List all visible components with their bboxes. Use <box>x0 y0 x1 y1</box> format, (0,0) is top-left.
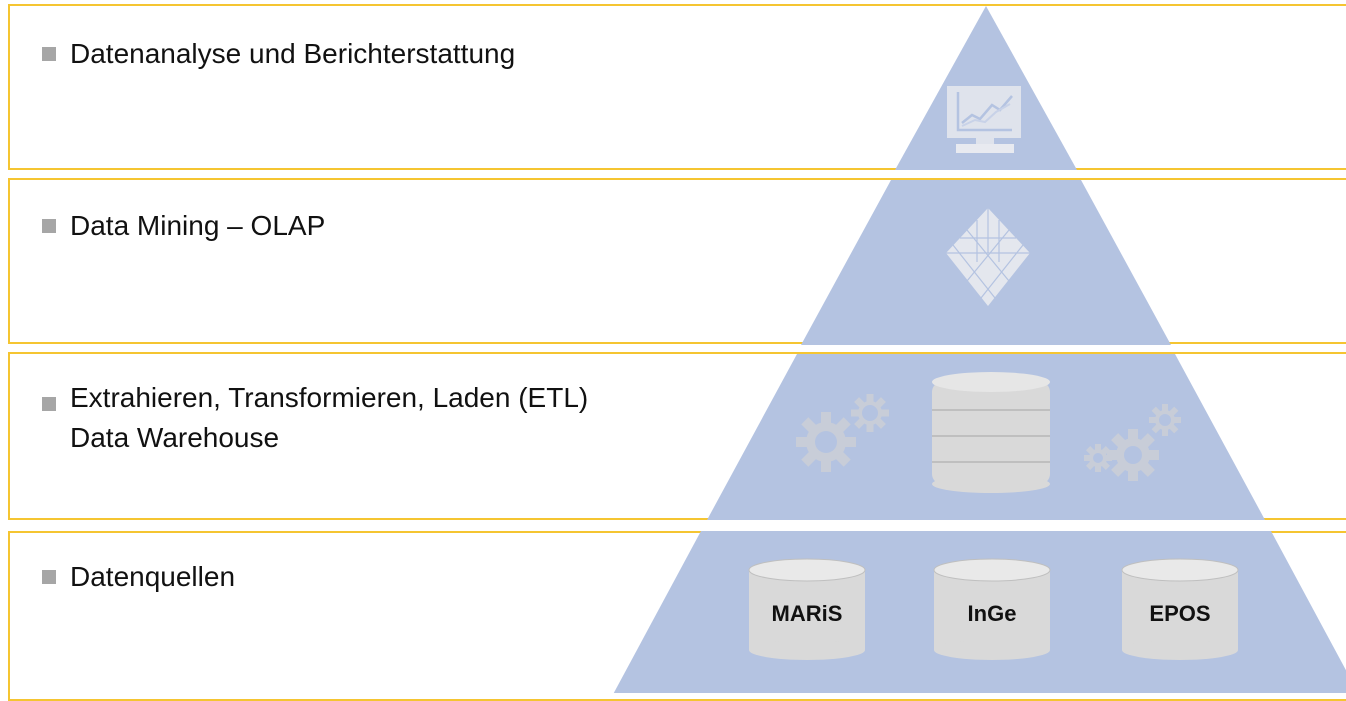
source-maris-label: MARiS <box>772 601 843 626</box>
bullet-icon <box>42 47 56 61</box>
layer-etl-label-line2: Data Warehouse <box>70 422 280 453</box>
gears-left-icon <box>796 394 889 472</box>
layer-etl-label: Extrahieren, Transformieren, Laden (ETL)… <box>70 378 588 458</box>
bullet-icon <box>42 397 56 411</box>
source-inge-label: InGe <box>968 601 1017 626</box>
source-epos-label: EPOS <box>1149 601 1210 626</box>
chart-monitor-icon <box>947 86 1021 153</box>
bullet-icon <box>42 570 56 584</box>
layer-etl-label-line1: Extrahieren, Transformieren, Laden (ETL) <box>70 382 589 413</box>
gears-right-icon <box>1084 404 1181 481</box>
layer-sources-label: Datenquellen <box>70 561 236 592</box>
layer-reporting-label: Datenanalyse und Berichterstattung <box>70 38 516 69</box>
database-icon <box>932 372 1050 493</box>
source-epos-cylinder: EPOS <box>1121 558 1239 660</box>
layer-reporting-band: Datenanalyse und Berichterstattung <box>8 4 1346 170</box>
layer-olap-label: Data Mining – OLAP <box>70 210 326 241</box>
source-maris-cylinder: MARiS <box>748 558 866 660</box>
source-inge-cylinder: InGe <box>933 558 1051 660</box>
bullet-icon <box>42 219 56 233</box>
olap-cube-icon <box>946 208 1030 306</box>
